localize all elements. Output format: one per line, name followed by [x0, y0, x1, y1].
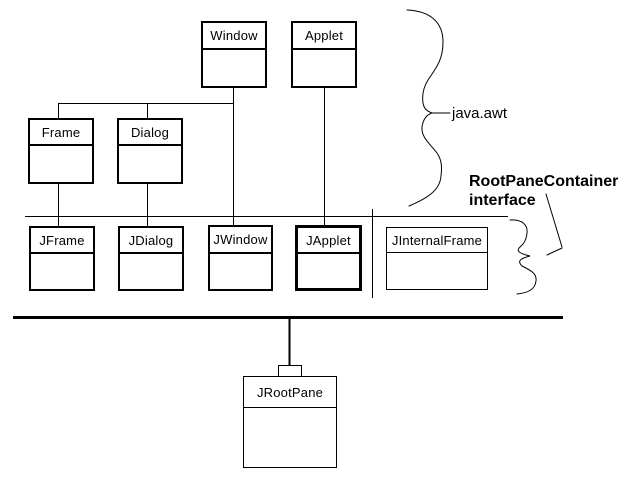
rootpanecontainer-label-line2: interface [469, 192, 536, 209]
java-awt-package-label: java.awt [452, 105, 508, 122]
class-name-window: Window [203, 23, 265, 50]
interface-brace [509, 219, 537, 295]
class-name-frame: Frame [30, 120, 92, 146]
class-box-window: Window [201, 21, 267, 88]
class-box-jdialog: JDialog [118, 226, 184, 291]
java-awt-brace [406, 9, 451, 207]
class-box-jinternalframe: JInternalFrame [386, 227, 488, 290]
class-box-dialog: Dialog [117, 118, 183, 184]
class-name-dialog: Dialog [119, 120, 181, 146]
class-name-jrootpane: JRootPane [244, 377, 336, 408]
class-name-japplet: JApplet [298, 228, 359, 254]
rootpanecontainer-interface-label: RootPaneContainer interface [469, 172, 618, 210]
class-box-applet: Applet [291, 21, 357, 88]
class-name-jframe: JFrame [31, 228, 93, 254]
class-name-jinternalframe: JInternalFrame [387, 228, 487, 253]
class-box-frame: Frame [28, 118, 94, 184]
class-name-applet: Applet [293, 23, 355, 50]
class-name-jwindow: JWindow [210, 227, 271, 254]
jrootpane-connector-tab [278, 365, 302, 377]
interface-pointer-line [545, 193, 563, 256]
class-box-jframe: JFrame [29, 226, 95, 291]
class-box-jwindow: JWindow [208, 225, 273, 291]
rootpanecontainer-label-line1: RootPaneContainer [469, 173, 619, 190]
class-name-jdialog: JDialog [120, 228, 182, 254]
class-box-japplet: JApplet [295, 225, 362, 291]
class-box-jrootpane: JRootPane [243, 376, 337, 468]
